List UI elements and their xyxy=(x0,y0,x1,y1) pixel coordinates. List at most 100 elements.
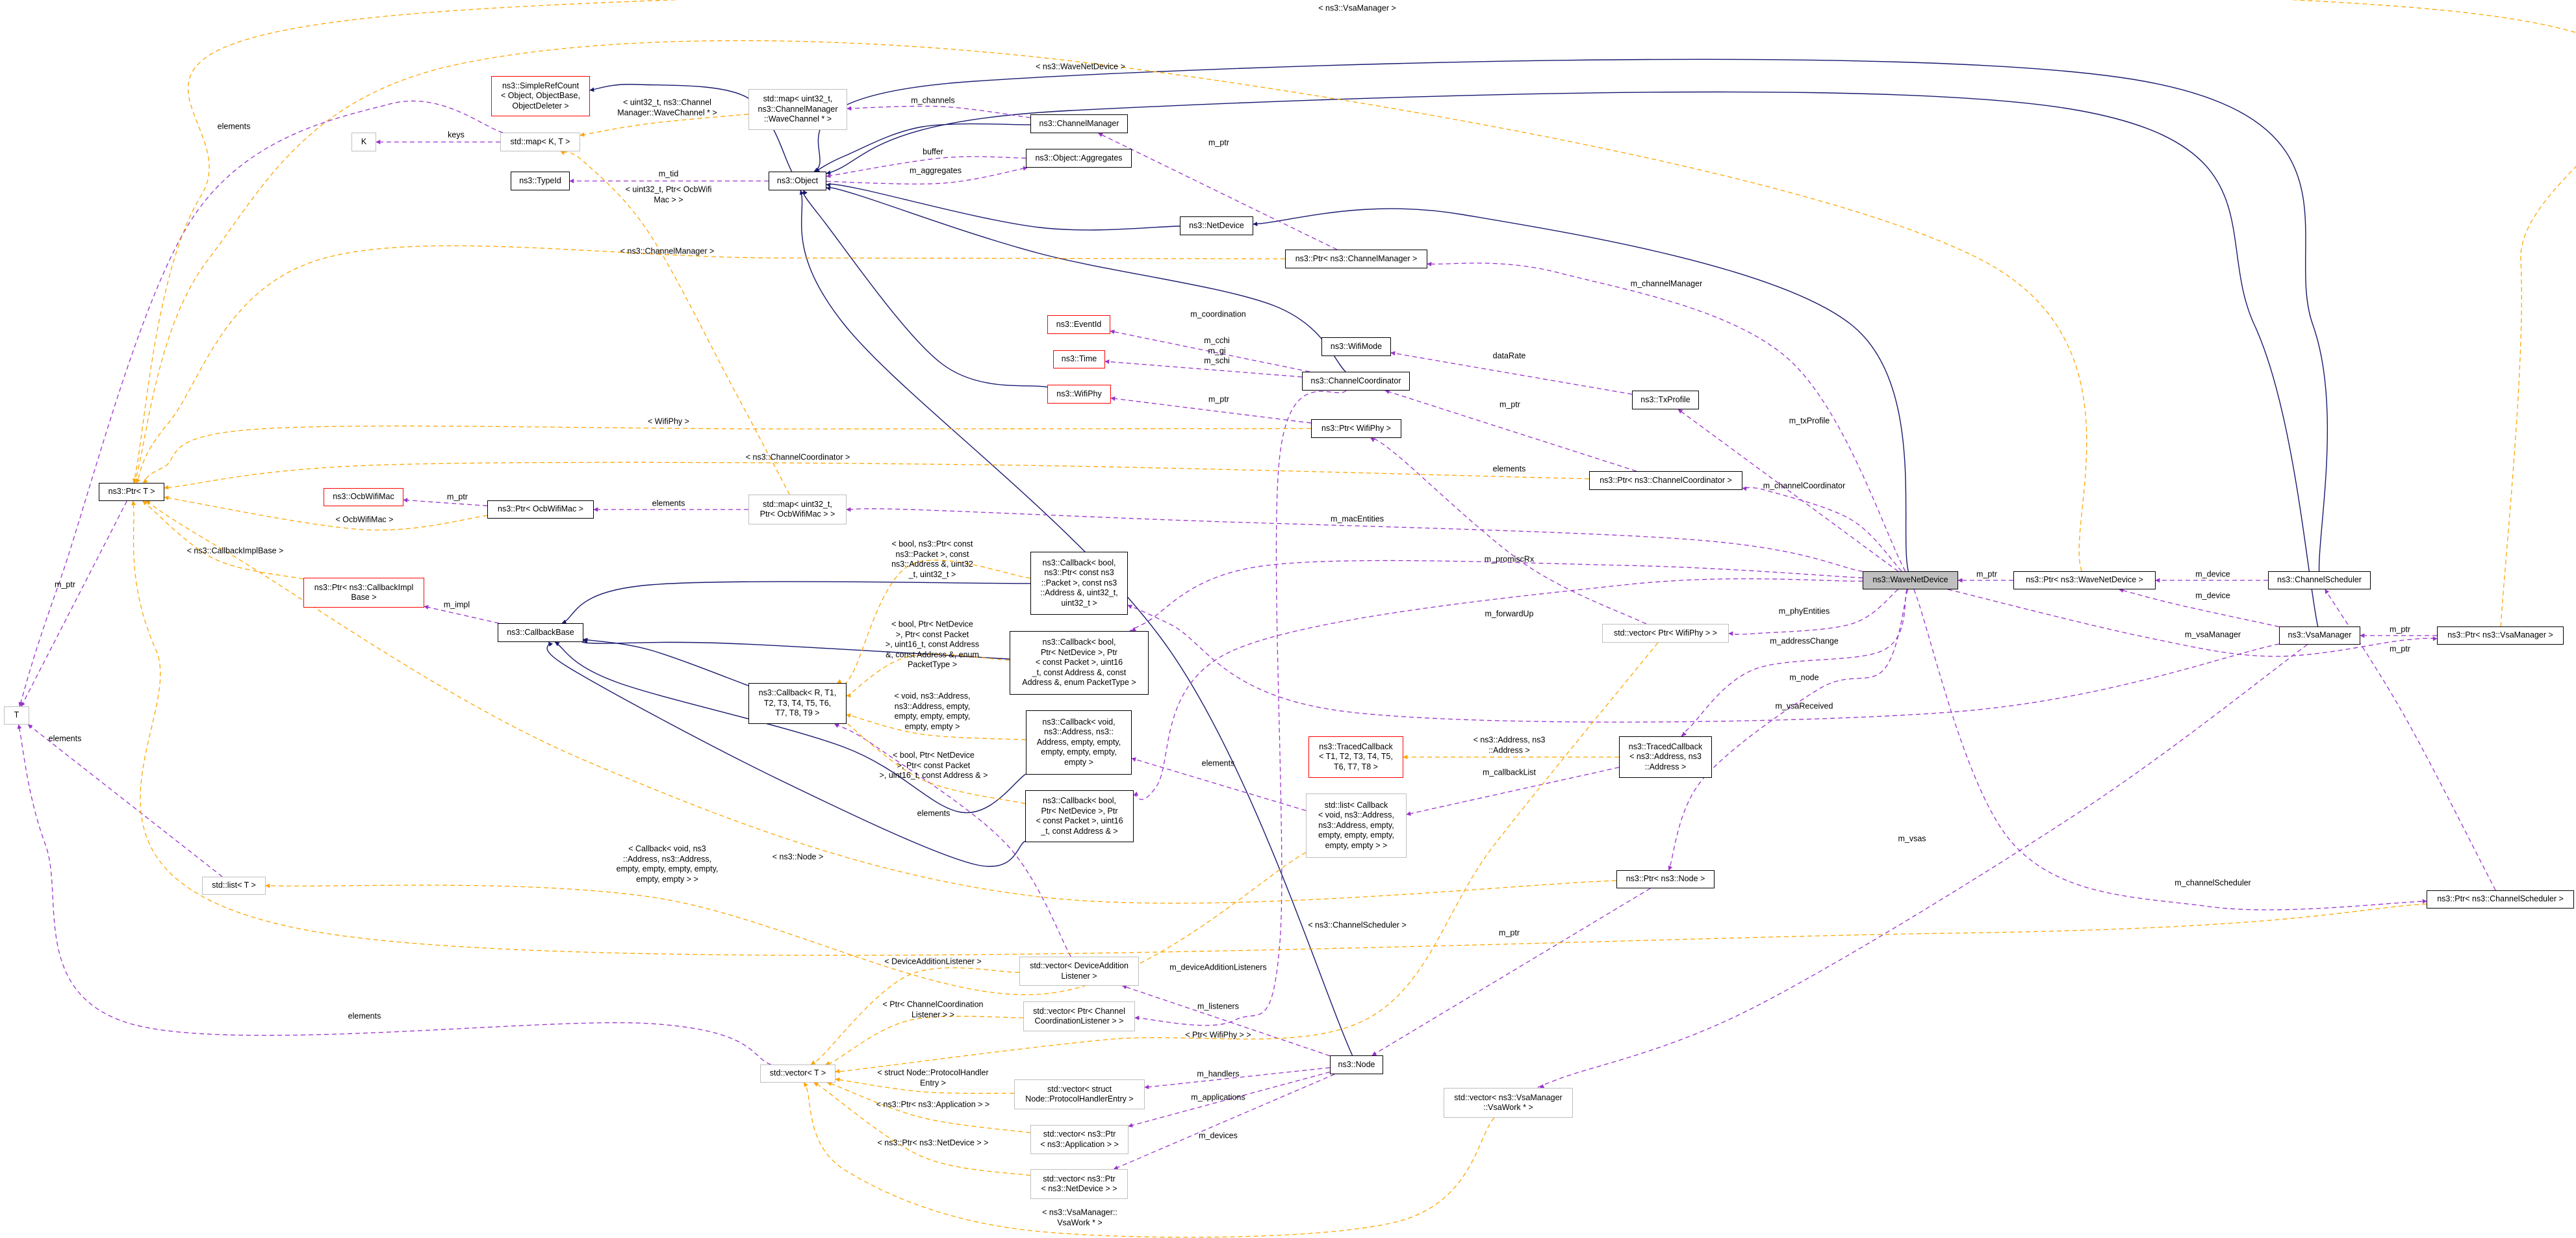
class-node-wifi-phy[interactable]: ns3::WifiPhy xyxy=(1047,385,1111,404)
edge-label: < bool, Ptr< NetDevice >, Ptr< const Pac… xyxy=(879,750,988,780)
edge-label: m_device xyxy=(2195,591,2230,600)
class-node-callback-base[interactable]: ns3::CallbackBase xyxy=(498,623,583,642)
class-node-vector-protocol-handler-entry[interactable]: std::vector< struct Node::ProtocolHandle… xyxy=(1014,1079,1145,1109)
class-node-callback-template[interactable]: ns3::Callback< R, T1, T2, T3, T4, T5, T6… xyxy=(748,683,847,724)
usage-edge-waveNetDevice-to-mapOcb xyxy=(846,507,1863,573)
usage-edge-channelCoordinator-to-eventId xyxy=(1110,329,1310,372)
usage-edge-channelCoordinator-to-vectorChanCoordListener xyxy=(1134,390,1347,1026)
edge-label: elements xyxy=(1201,758,1235,768)
usage-edge-vectorT-to-T xyxy=(17,724,771,1065)
class-node-callback-void-address[interactable]: ns3::Callback< void, ns3::Address, ns3::… xyxy=(1026,710,1132,775)
inheritance-edge-channelManager-to-object xyxy=(815,123,1031,172)
edge-label: keys xyxy=(448,130,465,140)
edge-label: m_listeners xyxy=(1197,1001,1239,1011)
class-node-channel-coordinator[interactable]: ns3::ChannelCoordinator xyxy=(1302,372,1410,391)
class-node-simple-ref-count[interactable]: ns3::SimpleRefCount < Object, ObjectBase… xyxy=(491,76,590,116)
class-node-vector-device-addition-listener[interactable]: std::vector< DeviceAddition Listener > xyxy=(1019,957,1139,986)
usage-edge-object-to-aggregates xyxy=(826,166,1028,185)
class-node-map-ocb-wifi-mac[interactable]: std::map< uint32_t, Ptr< OcbWifiMac > > xyxy=(748,495,847,524)
class-node-net-device[interactable]: ns3::NetDevice xyxy=(1180,216,1253,235)
usage-edge-mapKT-to-T xyxy=(18,100,504,707)
class-node-vector-t[interactable]: std::vector< T > xyxy=(760,1064,835,1083)
template-edge-ptrChannelCoord-to-ptrT xyxy=(151,461,1590,490)
template-edge-vectorProtocolHandler-to-vectorT xyxy=(835,1077,1015,1094)
inheritance-edge-channelCoordinator-to-object xyxy=(826,186,1346,372)
usage-edge-vsaManager-to-cb1 xyxy=(1127,604,2280,723)
edge-label: < void, ns3::Address, ns3::Address, empt… xyxy=(894,691,971,731)
class-node-vector-vsa-work[interactable]: std::vector< ns3::VsaManager ::VsaWork *… xyxy=(1444,1088,1573,1118)
edge-label: < ns3::VsaManager:: VsaWork * > xyxy=(1042,1207,1117,1228)
class-node-event-id[interactable]: ns3::EventId xyxy=(1047,315,1110,334)
class-node-vsa-manager[interactable]: ns3::VsaManager xyxy=(2279,626,2360,645)
usage-edge-waveNetDevice-to-vectorWifiPhy xyxy=(1728,589,1898,636)
usage-edge-waveNetDevice-to-ptrChannelCoord xyxy=(1742,486,1902,572)
class-node-vector-ptr-wifi-phy[interactable]: std::vector< Ptr< WifiPhy > > xyxy=(1602,624,1729,643)
class-node-channel-scheduler[interactable]: ns3::ChannelScheduler xyxy=(2268,571,2371,589)
class-node-time[interactable]: ns3::Time xyxy=(1053,350,1105,368)
class-node-traced-callback-address[interactable]: ns3::TracedCallback < ns3::Address, ns3 … xyxy=(1619,736,1712,778)
edge-label: < ns3::CallbackImplBase > xyxy=(186,546,284,556)
class-node-ptr-ocb-wifi-mac[interactable]: ns3::Ptr< OcbWifiMac > xyxy=(487,500,594,519)
class-node-k[interactable]: K xyxy=(351,133,376,151)
inheritance-edge-cb2-to-callbackBase xyxy=(581,639,1010,660)
class-node-callback-promisc[interactable]: ns3::Callback< bool, ns3::Ptr< const ns3… xyxy=(1030,552,1128,615)
usage-edge-ptrChannelScheduler-to-channelScheduler xyxy=(2325,589,2496,891)
class-node-t[interactable]: T xyxy=(4,706,29,725)
class-node-object[interactable]: ns3::Object xyxy=(769,172,826,190)
inheritance-edge-netDevice-to-object xyxy=(826,183,1180,231)
class-node-object-aggregates[interactable]: ns3::Object::Aggregates xyxy=(1026,149,1132,168)
class-node-map-wave-channel[interactable]: std::map< uint32_t, ns3::ChannelManager … xyxy=(748,89,847,130)
usage-edge-tracedAddr-to-listCallback xyxy=(1406,767,1620,816)
class-node-ptr-vsa-manager[interactable]: ns3::Ptr< ns3::VsaManager > xyxy=(2437,626,2564,645)
template-edge-ptrCallbackImpl-to-ptrT xyxy=(142,500,304,580)
edge-label: m_ptr xyxy=(2390,644,2410,654)
class-node-map-k-t[interactable]: std::map< K, T > xyxy=(500,133,580,151)
class-node-node[interactable]: ns3::Node xyxy=(1330,1055,1383,1074)
class-node-typeid[interactable]: ns3::TypeId xyxy=(511,172,570,190)
class-node-ptr-callback-impl-base[interactable]: ns3::Ptr< ns3::CallbackImpl Base > xyxy=(303,578,424,608)
template-edge-ptrWaveNetDevice-to-ptrT xyxy=(133,40,2087,572)
class-node-list-callback[interactable]: std::list< Callback < void, ns3::Address… xyxy=(1306,793,1407,858)
edge-label: < Ptr< WifiPhy > > xyxy=(1185,1030,1251,1040)
usage-edge-channelCoordinator-to-time xyxy=(1104,359,1303,378)
class-node-wifi-mode[interactable]: ns3::WifiMode xyxy=(1321,337,1391,356)
class-node-ptr-channel-manager[interactable]: ns3::Ptr< ns3::ChannelManager > xyxy=(1285,250,1427,268)
inheritance-edge-vsaManager-to-object xyxy=(826,91,2319,627)
class-node-vector-channel-coordination-listener[interactable]: std::vector< Ptr< Channel CoordinationLi… xyxy=(1023,1001,1135,1031)
class-node-ptr-t[interactable]: ns3::Ptr< T > xyxy=(99,483,164,501)
edge-label: m_addressChange xyxy=(1770,636,1839,646)
edge-label: m_node xyxy=(1789,673,1819,682)
usage-edge-vectorWifiPhy-to-ptrWifiPhy xyxy=(1370,437,1647,625)
usage-edge-aggregates-to-object xyxy=(826,156,1027,178)
class-node-callback-forward-up[interactable]: ns3::Callback< bool, Ptr< NetDevice >, P… xyxy=(1025,790,1134,842)
usage-edge-ptrNode-to-node xyxy=(1371,888,1651,1056)
class-node-ptr-channel-coordinator[interactable]: ns3::Ptr< ns3::ChannelCoordinator > xyxy=(1589,471,1742,490)
class-node-vector-net-device[interactable]: std::vector< ns3::Ptr < ns3::NetDevice >… xyxy=(1030,1169,1128,1199)
edge-label: m_coordination xyxy=(1190,309,1246,319)
inheritance-edge-cb3-to-callbackBase xyxy=(554,641,1027,814)
edge-label: m_channelManager xyxy=(1630,279,1703,289)
edge-label: < OcbWifiMac > xyxy=(335,515,394,524)
class-node-ptr-wifi-phy[interactable]: ns3::Ptr< WifiPhy > xyxy=(1311,419,1401,438)
edge-label: m_ptr xyxy=(55,580,75,589)
class-node-ptr-node[interactable]: ns3::Ptr< ns3::Node > xyxy=(1616,870,1715,888)
class-node-wave-net-device[interactable]: ns3::WaveNetDevice xyxy=(1863,571,1958,589)
edge-label: elements xyxy=(48,734,82,743)
usage-edge-ptrChannelCoord-to-channelCoordinator xyxy=(1384,389,1637,472)
usage-edge-txProfile-to-wifiMode xyxy=(1390,351,1633,395)
class-node-ocb-wifi-mac[interactable]: ns3::OcbWifiMac xyxy=(324,488,403,506)
class-node-callback-packet-type[interactable]: ns3::Callback< bool, Ptr< NetDevice >, P… xyxy=(1010,631,1149,695)
class-node-ptr-channel-scheduler[interactable]: ns3::Ptr< ns3::ChannelScheduler > xyxy=(2427,890,2574,909)
class-node-channel-manager[interactable]: ns3::ChannelManager xyxy=(1030,114,1128,133)
class-node-vector-application[interactable]: std::vector< ns3::Ptr < ns3::Application… xyxy=(1030,1125,1129,1154)
edge-label: m_ptr xyxy=(1208,394,1229,404)
usage-edge-waveNetDevice-to-ptrNode xyxy=(1668,589,1909,871)
class-node-traced-callback-template[interactable]: ns3::TracedCallback < T1, T2, T3, T4, T5… xyxy=(1308,736,1403,778)
class-node-ptr-wave-net-device[interactable]: ns3::Ptr< ns3::WaveNetDevice > xyxy=(2013,571,2156,589)
inheritance-edge-wifiPhy-to-object xyxy=(802,190,1048,388)
class-node-list-t[interactable]: std::list< T > xyxy=(202,877,266,895)
class-node-tx-profile[interactable]: ns3::TxProfile xyxy=(1632,391,1699,409)
edge-label: < ns3::ChannelManager > xyxy=(620,246,715,256)
edge-label: m_channels xyxy=(911,96,955,105)
